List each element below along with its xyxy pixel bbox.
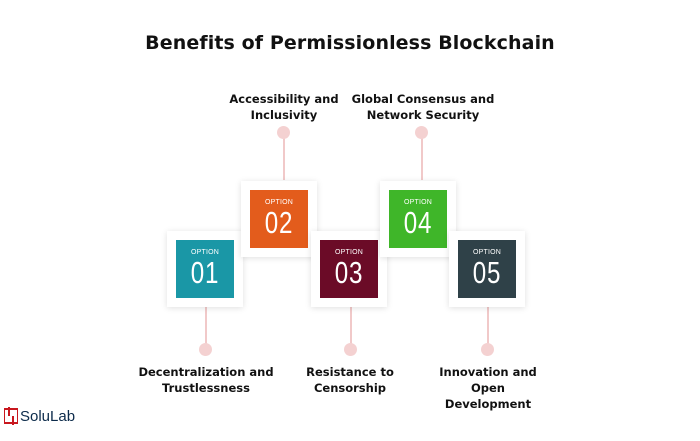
- option-label-02: Accessibility and Inclusivity: [204, 91, 364, 123]
- label-line: Inclusivity: [250, 108, 318, 122]
- label-line: Accessibility and: [229, 92, 339, 106]
- option-card-04: OPTION 04: [380, 181, 456, 257]
- connector-line-01: [205, 307, 207, 349]
- option-label-01: Decentralization and Trustlessness: [126, 364, 286, 396]
- label-line: Global Consensus and: [351, 92, 495, 106]
- option-number: 01: [190, 255, 220, 290]
- connector-line-04: [421, 132, 423, 180]
- connector-dot-04: [415, 126, 428, 139]
- solulab-logo: SoluLab: [3, 407, 76, 425]
- label-line: Network Security: [366, 108, 480, 122]
- page-title: Benefits of Permissionless Blockchain: [145, 32, 555, 54]
- solulab-logo-icon: [3, 407, 19, 425]
- option-tile-03: OPTION 03: [320, 240, 378, 298]
- option-tile-01: OPTION 01: [176, 240, 234, 298]
- option-card-03: OPTION 03: [311, 231, 387, 307]
- connector-dot-01: [199, 343, 212, 356]
- connector-line-03: [350, 307, 352, 349]
- connector-dot-05: [481, 343, 494, 356]
- option-tile-04: OPTION 04: [389, 190, 447, 248]
- label-line: Resistance to: [306, 365, 394, 379]
- option-caption: OPTION: [264, 199, 294, 206]
- option-label-03: Resistance to Censorship: [275, 364, 425, 396]
- option-caption: OPTION: [472, 249, 502, 256]
- label-line: Open: [471, 381, 505, 395]
- option-caption: OPTION: [403, 199, 433, 206]
- label-line: Decentralization and: [138, 365, 274, 379]
- option-card-01: OPTION 01: [167, 231, 243, 307]
- option-tile-05: OPTION 05: [458, 240, 516, 298]
- option-number: 04: [403, 205, 433, 240]
- option-caption: OPTION: [190, 249, 220, 256]
- option-number: 05: [472, 255, 502, 290]
- option-card-02: OPTION 02: [241, 181, 317, 257]
- option-tile-02: OPTION 02: [250, 190, 308, 248]
- option-number: 03: [334, 255, 364, 290]
- option-label-04: Global Consensus and Network Security: [343, 91, 503, 123]
- label-line: Development: [444, 397, 532, 411]
- connector-line-02: [283, 132, 285, 180]
- option-label-05: Innovation and Open Development: [413, 364, 563, 412]
- logo-text: SoluLab: [20, 407, 76, 425]
- connector-line-05: [487, 307, 489, 349]
- connector-dot-02: [277, 126, 290, 139]
- label-line: Innovation and: [439, 365, 537, 379]
- option-card-05: OPTION 05: [449, 231, 525, 307]
- label-line: Censorship: [313, 381, 387, 395]
- label-line: Trustlessness: [162, 381, 250, 395]
- connector-dot-03: [344, 343, 357, 356]
- option-number: 02: [264, 205, 294, 240]
- option-caption: OPTION: [334, 249, 364, 256]
